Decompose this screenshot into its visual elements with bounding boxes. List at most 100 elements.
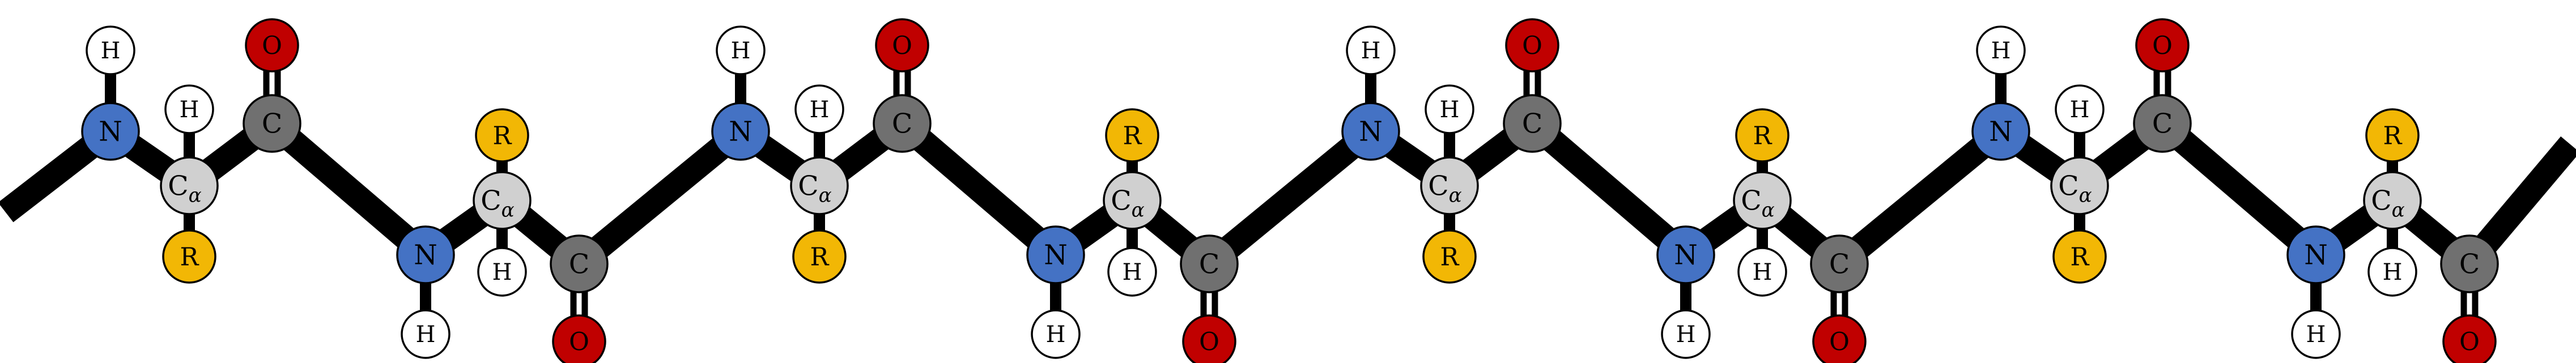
alpha-carbon-3-label: Cα [798, 171, 831, 207]
carbonyl-oxygen-4-circle [1182, 314, 1236, 363]
side-chain-r-1-circle [162, 229, 216, 284]
carbonyl-oxygen-2-label: O [569, 327, 589, 356]
alpha-carbon-1: Cα [160, 156, 219, 215]
amide-nitrogen-5-circle [1341, 102, 1400, 161]
amide-nitrogen-4: N [1026, 225, 1085, 284]
alpha-hydrogen-7: H [2055, 84, 2105, 134]
alpha-carbon-4: Cα [1103, 171, 1162, 230]
carbonyl-oxygen-3: O [875, 18, 929, 72]
amide-nitrogen-6-circle [1656, 225, 1715, 284]
side-chain-r-4-circle [1105, 108, 1159, 163]
alpha-hydrogen-6: H [1737, 247, 1787, 297]
alpha-carbon-4-circle [1103, 171, 1162, 230]
side-chain-r-5-label: R [1440, 242, 1460, 271]
carbonyl-oxygen-5-label: O [1522, 31, 1542, 60]
peptide-bond-2 [571, 121, 749, 274]
carbonyl-carbon-3: C [873, 94, 932, 153]
alpha-hydrogen-8: H [2367, 247, 2417, 297]
carbonyl-carbon-2-circle [550, 234, 609, 293]
amide-nitrogen-6-label: N [1674, 240, 1698, 271]
carbonyl-oxygen-6: O [1812, 314, 1867, 363]
carbonyl-oxygen-3-circle [875, 18, 929, 72]
side-chain-r-2-circle [475, 108, 529, 163]
side-chain-r-2: R [475, 108, 529, 163]
amide-nitrogen-3-label: N [729, 117, 753, 148]
alpha-hydrogen-1: H [164, 84, 214, 134]
carbonyl-carbon-6-label: C [1829, 249, 1850, 280]
carbonyl-carbon-3-label: C [892, 109, 912, 140]
amide-hydrogen-5-label: H [1361, 38, 1381, 64]
carbonyl-carbon-5-circle [1503, 94, 1562, 153]
carbonyl-oxygen-2: O [552, 314, 606, 363]
amide-hydrogen-2: H [401, 309, 450, 359]
alpha-carbon-5: Cα [1420, 156, 1479, 215]
carbonyl-oxygen-7-circle [2135, 18, 2190, 72]
alpha-hydrogen-8-circle [2367, 247, 2417, 297]
alpha-hydrogen-1-circle [164, 84, 214, 134]
amide-nitrogen-3-circle [711, 102, 770, 161]
carbonyl-carbon-6: C [1810, 234, 1869, 293]
alpha-carbon-1-circle [160, 156, 219, 215]
carbonyl-oxygen-7: O [2135, 18, 2190, 72]
alpha-hydrogen-3-label: H [810, 97, 830, 123]
alpha-hydrogen-3-circle [794, 84, 844, 134]
carbonyl-carbon-2-label: C [569, 249, 589, 280]
carbonyl-carbon-4-label: C [1199, 249, 1219, 280]
alpha-hydrogen-5-label: H [1440, 97, 1460, 123]
alpha-hydrogen-4-circle [1107, 247, 1157, 297]
amide-hydrogen-1-label: H [101, 38, 121, 64]
carbonyl-oxygen-4: O [1182, 314, 1236, 363]
amide-hydrogen-3: H [716, 25, 766, 75]
amide-nitrogen-8: N [2286, 225, 2345, 284]
amide-hydrogen-8: H [2291, 309, 2341, 359]
atoms-layer: HHRONCαCHHRONCαCHHRONCαCHHRONCαCHHRONCαC… [81, 18, 2499, 363]
amide-nitrogen-5: N [1341, 102, 1400, 161]
carbonyl-carbon-1: C [243, 94, 301, 153]
peptide-bond-1 [263, 114, 434, 264]
amide-hydrogen-7: H [1976, 25, 2026, 75]
amide-hydrogen-8-circle [2291, 309, 2341, 359]
alpha-carbon-6-label: Cα [1741, 186, 1774, 222]
amide-hydrogen-4: H [1031, 309, 1081, 359]
side-chain-r-8-label: R [2383, 121, 2403, 150]
amide-hydrogen-1: H [86, 25, 135, 75]
carbonyl-carbon-6-circle [1810, 234, 1869, 293]
amide-nitrogen-4-label: N [1044, 240, 1068, 271]
carbonyl-carbon-7-label: C [2152, 109, 2173, 140]
side-chain-r-3-circle [792, 229, 847, 284]
carbonyl-oxygen-1: O [245, 18, 299, 72]
carbonyl-oxygen-1-label: O [262, 31, 282, 60]
amide-nitrogen-6: N [1656, 225, 1715, 284]
alpha-hydrogen-5: H [1425, 84, 1474, 134]
alpha-hydrogen-6-label: H [1753, 259, 1772, 285]
peptide-bond-3 [894, 114, 1064, 264]
side-chain-r-4-label: R [1123, 121, 1142, 150]
amide-hydrogen-3-circle [716, 25, 766, 75]
carbonyl-oxygen-4-label: O [1199, 327, 1219, 356]
carbonyl-oxygen-1-circle [245, 18, 299, 72]
alpha-carbon-7: Cα [2050, 156, 2109, 215]
amide-nitrogen-7: N [1971, 102, 2030, 161]
amide-hydrogen-6-label: H [1676, 322, 1696, 348]
alpha-carbon-5-circle [1420, 156, 1479, 215]
amide-nitrogen-2-circle [396, 225, 455, 284]
amide-nitrogen-5-label: N [1359, 117, 1383, 148]
alpha-hydrogen-7-circle [2055, 84, 2105, 134]
amide-nitrogen-8-circle [2286, 225, 2345, 284]
peptide-bond-5 [1524, 114, 1694, 264]
carbonyl-oxygen-8: O [2442, 314, 2497, 363]
amide-nitrogen-1-circle [81, 102, 140, 161]
alpha-carbon-3: Cα [790, 156, 849, 215]
carbonyl-carbon-8-circle [2440, 234, 2499, 293]
alpha-hydrogen-4-label: H [1123, 259, 1142, 285]
alpha-carbon-5-label: Cα [1428, 171, 1461, 207]
alpha-carbon-8: Cα [2363, 171, 2422, 230]
alpha-hydrogen-2: H [477, 247, 527, 297]
amide-hydrogen-8-label: H [2306, 322, 2326, 348]
alpha-hydrogen-2-label: H [492, 259, 512, 285]
amide-hydrogen-7-circle [1976, 25, 2026, 75]
carbonyl-carbon-5-label: C [1522, 109, 1542, 140]
carbonyl-carbon-8-label: C [2459, 249, 2480, 280]
side-chain-r-7-label: R [2071, 242, 2090, 271]
